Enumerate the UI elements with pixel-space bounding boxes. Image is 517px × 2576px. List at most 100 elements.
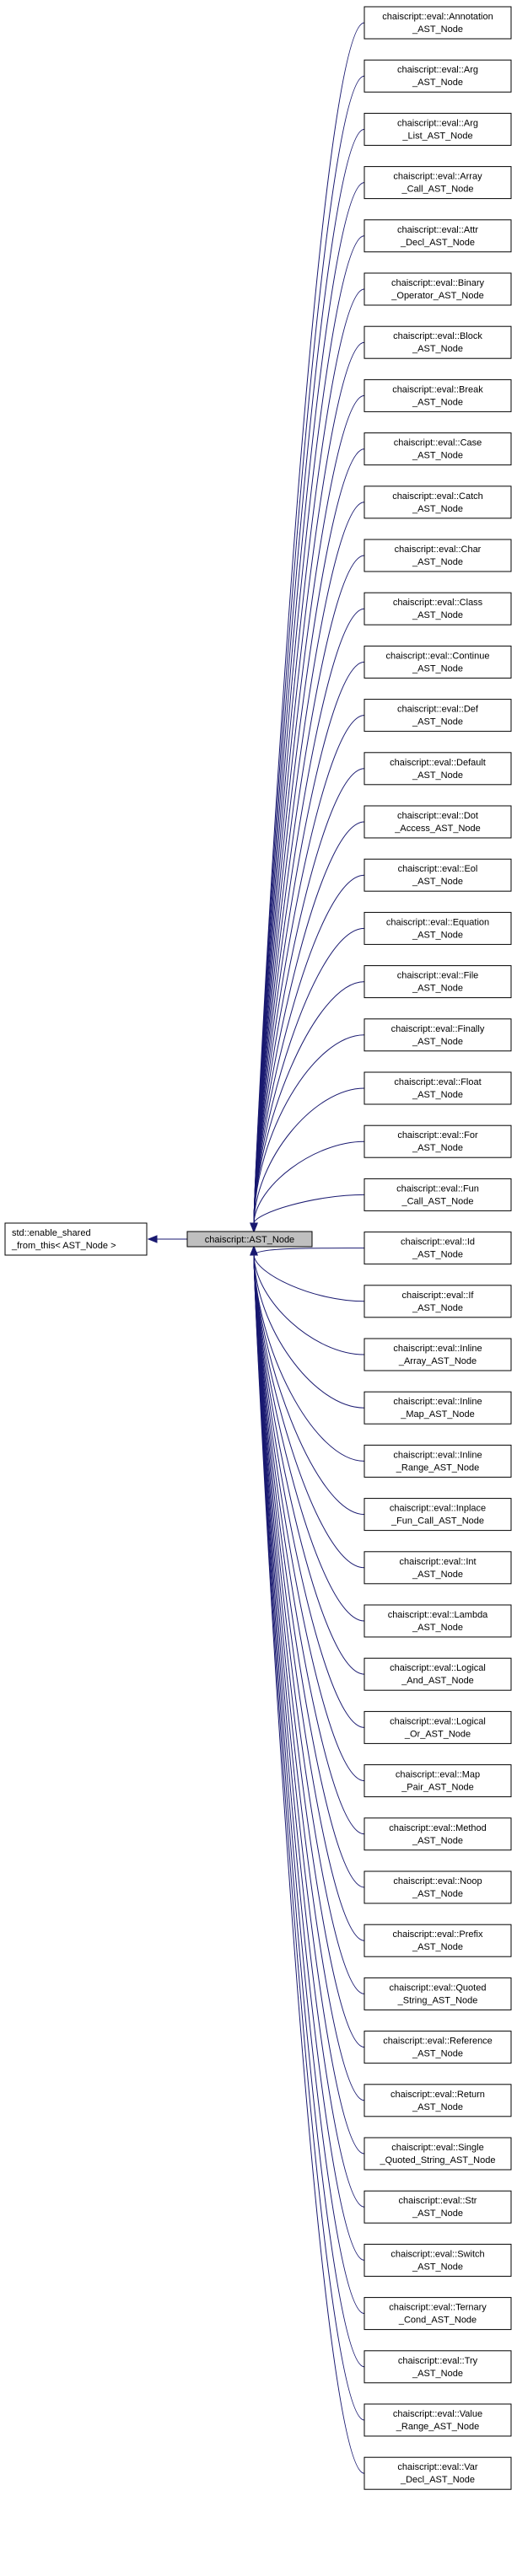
base-class-box [4,1222,148,1256]
derived-class-node[interactable]: chaiscript::eval::Continue_AST_Node [364,645,512,679]
derived-class-label-line2: _AST_Node [412,1942,463,1952]
inheritance-edge [253,1254,365,2474]
derived-class-node[interactable]: chaiscript::eval::Try_AST_Node [364,2350,512,2384]
derived-class-node[interactable]: chaiscript::eval::Dot_Access_AST_Node [364,805,512,839]
derived-class-label-line1: chaiscript::eval::Binary [391,278,485,288]
derived-class-box [364,2084,512,2117]
derived-class-node[interactable]: chaiscript::eval::For_AST_Node [364,1124,512,1158]
derived-class-label-line2: _AST_Node [412,2049,463,2059]
inheritance-edge [253,1087,365,1224]
base-class-label-line1: std::enable_shared [12,1228,91,1238]
derived-class-node[interactable]: chaiscript::eval::Class_AST_Node [364,592,512,625]
derived-class-box [364,645,512,679]
derived-class-node[interactable]: chaiscript::eval::Default_AST_Node [364,752,512,786]
derived-class-label-line1: chaiscript::eval::Case [394,438,482,448]
derived-class-label-line1: chaiscript::eval::File [397,971,479,981]
derived-class-node[interactable]: chaiscript::eval::Value_Range_AST_Node [364,2403,512,2437]
derived-class-label-line2: _AST_Node [412,1836,463,1846]
derived-class-box [364,858,512,892]
derived-class-label-line1: chaiscript::eval::Annotation [382,12,493,22]
derived-class-box [364,378,512,412]
derived-class-node[interactable]: chaiscript::eval::Ternary_Cond_AST_Node [364,2297,512,2331]
derived-class-label-line1: chaiscript::eval::Inline [393,1397,482,1407]
derived-class-node[interactable]: chaiscript::eval::Id_AST_Node [364,1232,512,1265]
inheritance-edge [253,1254,365,1355]
derived-class-node[interactable]: chaiscript::eval::Break_AST_Node [364,378,512,412]
derived-class-label-line2: _AST_Node [412,717,463,727]
derived-class-node[interactable]: chaiscript::eval::Annotation_AST_Node [364,6,512,40]
derived-class-box [364,1710,512,1744]
derived-class-label-line1: chaiscript::eval::Try [398,2356,478,2366]
derived-class-label-line2: _AST_Node [412,930,463,940]
derived-class-node[interactable]: chaiscript::eval::Prefix_AST_Node [364,1924,512,1957]
derived-class-box [364,1604,512,1638]
derived-class-node[interactable]: chaiscript::eval::Case_AST_Node [364,432,512,466]
derived-class-node[interactable]: chaiscript::eval::Str_AST_Node [364,2190,512,2224]
derived-class-node[interactable]: chaiscript::eval::Quoted_String_AST_Node [364,1977,512,2010]
derived-class-label-line2: _Call_AST_Node [401,1196,474,1206]
inheritance-edge [253,1248,365,1256]
derived-class-node[interactable]: chaiscript::eval::Equation_AST_Node [364,911,512,945]
derived-class-label-line2: _Pair_AST_Node [401,1783,474,1793]
derived-class-node[interactable]: chaiscript::eval::Block_AST_Node [364,325,512,359]
derived-class-box [364,2403,512,2437]
derived-class-node[interactable]: chaiscript::eval::Switch_AST_Node [364,2243,512,2277]
derived-class-node[interactable]: chaiscript::eval::Catch_AST_Node [364,486,512,519]
derived-class-label-line1: chaiscript::eval::Arg [397,118,478,128]
derived-class-box [364,1178,512,1211]
derived-class-box [364,592,512,625]
inheritance-edge [253,1254,365,2315]
derived-class-box [364,1870,512,1904]
derived-class-label-line1: chaiscript::eval::Noop [393,1876,482,1886]
derived-class-box [364,1764,512,1798]
derived-class-node[interactable]: chaiscript::eval::Arg_List_AST_Node [364,112,512,146]
derived-class-node[interactable]: chaiscript::eval::Inplace_Fun_Call_AST_N… [364,1498,512,1532]
derived-class-node[interactable]: chaiscript::eval::Float_AST_Node [364,1071,512,1105]
derived-class-label-line1: chaiscript::eval::Float [394,1077,481,1087]
derived-class-node[interactable]: chaiscript::eval::Attr_Decl_AST_Node [364,219,512,253]
inheritance-edge [253,1254,365,1516]
derived-class-node[interactable]: chaiscript::eval::Inline_Map_AST_Node [364,1391,512,1425]
derived-class-node[interactable]: chaiscript::eval::If_AST_Node [364,1285,512,1318]
derived-class-node[interactable]: chaiscript::eval::Char_AST_Node [364,539,512,572]
derived-class-box [364,2190,512,2224]
derived-class-node[interactable]: chaiscript::eval::Inline_Array_AST_Node [364,1338,512,1371]
derived-class-node[interactable]: chaiscript::eval::Def_AST_Node [364,699,512,733]
ast-node-center[interactable]: chaiscript::AST_Node [186,1231,313,1248]
derived-class-box [364,1551,512,1585]
derived-class-node[interactable]: chaiscript::eval::Finally_AST_Node [364,1018,512,1052]
derived-class-label-line1: chaiscript::eval::Inline [393,1344,482,1354]
derived-class-node[interactable]: chaiscript::eval::Array_Call_AST_Node [364,166,512,200]
derived-class-box [364,539,512,572]
base-class-node[interactable]: std::enable_shared _from_this< AST_Node … [4,1222,148,1256]
derived-class-label-line2: _AST_Node [412,610,463,620]
derived-class-node[interactable]: chaiscript::eval::Logical_Or_AST_Node [364,1710,512,1744]
derived-class-node[interactable]: chaiscript::eval::Method_AST_Node [364,1817,512,1851]
derived-class-node[interactable]: chaiscript::eval::Lambda_AST_Node [364,1604,512,1638]
derived-class-node[interactable]: chaiscript::eval::Reference_AST_Node [364,2031,512,2064]
derived-class-box [364,325,512,359]
derived-class-node[interactable]: chaiscript::eval::Arg_AST_Node [364,59,512,93]
ast-node-center-box [186,1231,313,1248]
derived-class-node[interactable]: chaiscript::eval::Var_Decl_AST_Node [364,2456,512,2490]
derived-class-label-line2: _And_AST_Node [401,1676,474,1686]
derived-class-node[interactable]: chaiscript::eval::File_AST_Node [364,965,512,999]
derived-class-box [364,1285,512,1318]
derived-class-node[interactable]: chaiscript::eval::Eol_AST_Node [364,858,512,892]
derived-class-node[interactable]: chaiscript::eval::Inline_Range_AST_Node [364,1444,512,1478]
derived-class-box [364,2350,512,2384]
derived-class-node[interactable]: chaiscript::eval::Single_Quoted_String_A… [364,2137,512,2171]
derived-class-node[interactable]: chaiscript::eval::Fun_Call_AST_Node [364,1178,512,1211]
derived-class-node[interactable]: chaiscript::eval::Int_AST_Node [364,1551,512,1585]
derived-class-label-line1: chaiscript::eval::Char [395,545,482,555]
derived-class-label-line1: chaiscript::eval::Int [399,1557,476,1567]
derived-class-node[interactable]: chaiscript::eval::Noop_AST_Node [364,1870,512,1904]
derived-class-node[interactable]: chaiscript::eval::Logical_And_AST_Node [364,1657,512,1691]
inheritance-edge [253,1254,365,1462]
inheritance-edge [253,981,365,1224]
derived-class-node[interactable]: chaiscript::eval::Binary_Operator_AST_No… [364,272,512,306]
derived-class-label-line1: chaiscript::eval::Ternary [389,2303,487,2313]
derived-class-node[interactable]: chaiscript::eval::Return_AST_Node [364,2084,512,2117]
derived-class-label-line1: chaiscript::eval::Class [393,598,483,608]
derived-class-node[interactable]: chaiscript::eval::Map_Pair_AST_Node [364,1764,512,1798]
